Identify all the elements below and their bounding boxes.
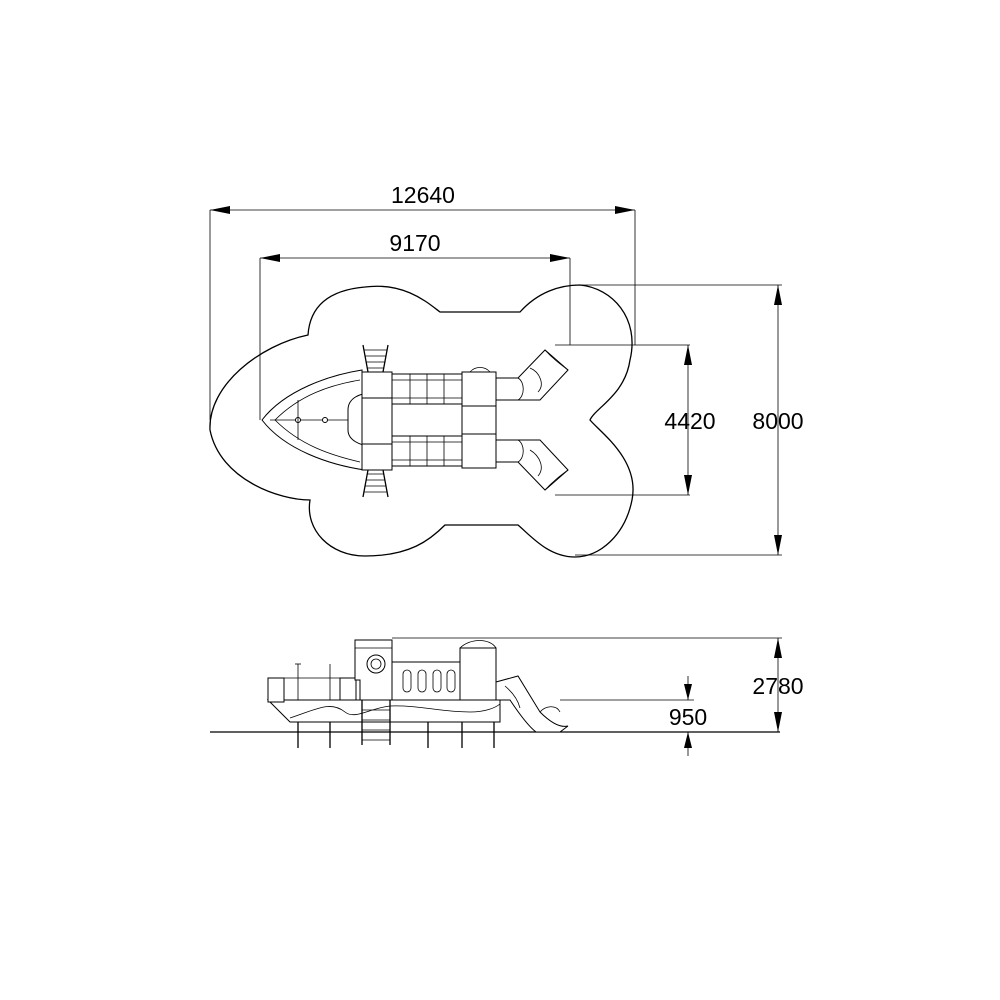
bottom-ladder: [362, 469, 389, 498]
lower-bridge: [391, 435, 463, 467]
safety-zone-outline: [209, 284, 634, 558]
rear-platform-middle: [461, 405, 497, 435]
dimension-structure-length: 9170: [259, 230, 571, 420]
side-hull: [266, 699, 501, 723]
dimension-overall-height: 2780: [392, 637, 804, 732]
plan-view: 12640 9170 4420 8000: [209, 182, 804, 558]
side-slide: [495, 675, 569, 733]
overall-height-label: 2780: [752, 673, 803, 699]
top-ladder: [362, 344, 389, 373]
side-ladder: [361, 700, 391, 745]
rear-platform-lower: [461, 433, 497, 469]
dimension-overall-length: 12640: [209, 182, 636, 420]
rear-platform-upper: [461, 371, 497, 407]
dimension-structure-width: 4420: [555, 344, 716, 496]
upper-bridge: [391, 373, 463, 405]
upper-tube-slide: [495, 349, 569, 401]
porthole: [366, 654, 386, 674]
dimension-overall-width: 8000: [575, 284, 804, 556]
overall-width-label: 8000: [752, 408, 803, 434]
side-rear-tower: [459, 647, 497, 701]
dimension-platform-height: 950: [560, 676, 707, 756]
lower-tube-slide: [495, 439, 569, 491]
structure-width-label: 4420: [664, 408, 715, 434]
overall-length-label: 12640: [391, 182, 455, 208]
side-view: 2780 950: [210, 637, 804, 756]
ground-posts: [297, 722, 495, 748]
platform-height-label: 950: [669, 704, 707, 730]
structure-length-label: 9170: [389, 230, 440, 256]
